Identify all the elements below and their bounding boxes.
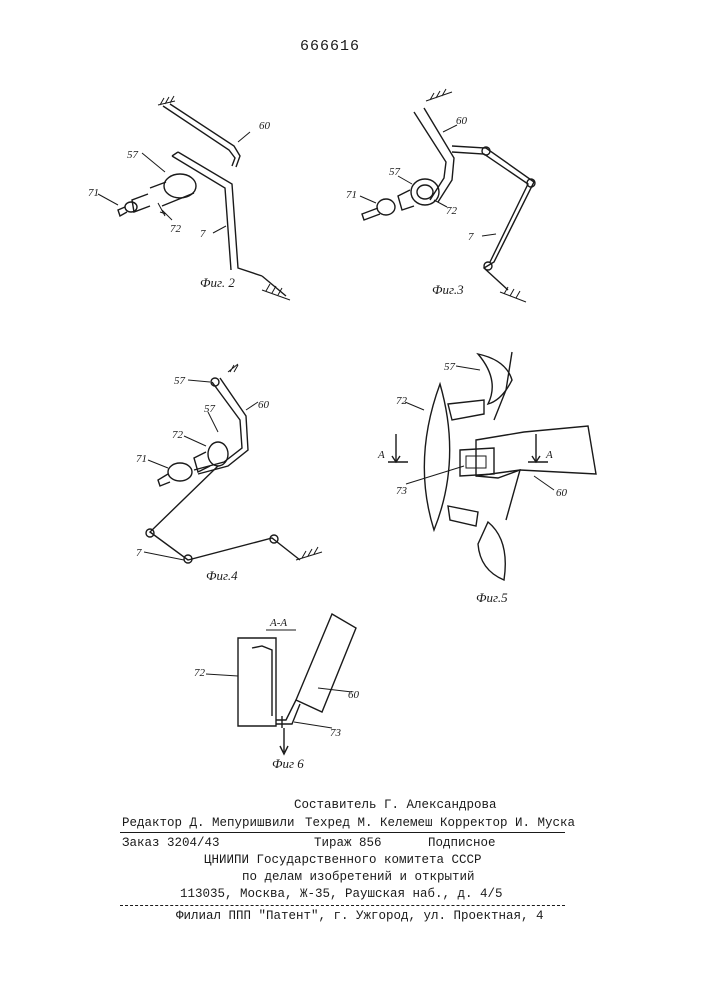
fig2-label-7: 7 [200,228,206,240]
fig6-label-60: 60 [348,689,360,701]
order: Заказ 3204/43 [122,836,220,850]
branch: Филиал ППП "Патент", г. Ужгород, ул. Про… [176,909,544,923]
fig3-label-60: 60 [456,115,468,127]
figure-4: 57 60 57 72 71 7 Фиг.4 [136,364,322,583]
fig4-label-71: 71 [136,453,147,465]
fig3-caption: Фиг.3 [432,282,464,297]
fig4-caption: Фиг.4 [206,568,238,583]
techred: Техред М. Келемеш [305,816,433,830]
fig5-label-73: 73 [396,485,408,497]
figure-5: 57 72 A A 73 60 Фиг.5 [377,352,596,605]
fig2-label-57: 57 [127,149,139,161]
fig5-label-57: 57 [444,361,456,373]
fig6-caption: Фиг 6 [272,756,304,771]
fig3-label-72: 72 [446,205,458,217]
fig2-caption: Фиг. 2 [200,275,235,290]
rule-bottom [120,905,565,906]
fig5-label-A-right: A [545,449,553,461]
fig4-label-72: 72 [172,429,184,441]
fig4-label-57a: 57 [174,375,186,387]
fig2-label-72: 72 [170,223,182,235]
address: 113035, Москва, Ж-35, Раушская наб., д. … [180,887,503,901]
fig3-label-57: 57 [389,166,401,178]
fig4-label-60: 60 [258,399,270,411]
fig4-label-57b: 57 [204,403,216,415]
fig2-label-71: 71 [88,187,99,199]
corrector: Корректор И. Муска [440,816,575,830]
fig6-label-73: 73 [330,727,342,739]
fig2-label-60: 60 [259,120,271,132]
editor: Редактор Д. Мепуришвили [122,816,295,830]
fig3-label-71: 71 [346,189,357,201]
fig5-label-60: 60 [556,487,568,499]
rule-top [120,832,565,833]
fig4-label-7: 7 [136,547,142,559]
compiler: Составитель Г. Александрова [294,798,497,812]
fig3-label-7: 7 [468,231,474,243]
drawings: 60 57 71 72 7 Фиг. 2 [0,0,707,790]
fig5-caption: Фиг.5 [476,590,508,605]
circulation: Тираж 856 [314,836,382,850]
fig6-label-72: 72 [194,667,206,679]
subscription: Подписное [428,836,496,850]
figure-6: А-А 72 60 73 Фиг 6 [194,614,360,771]
figure-3: 60 57 71 72 7 Фиг.3 [346,89,535,302]
figure-2: 60 57 71 72 7 Фиг. 2 [88,96,290,300]
fig5-label-72: 72 [396,395,408,407]
org-line-2: по делам изобретений и открытий [242,870,475,884]
fig5-label-A-left: A [377,449,385,461]
fig6-section-label: А-А [269,617,287,629]
org-line-1: ЦНИИПИ Государственного комитета СССР [204,853,482,867]
